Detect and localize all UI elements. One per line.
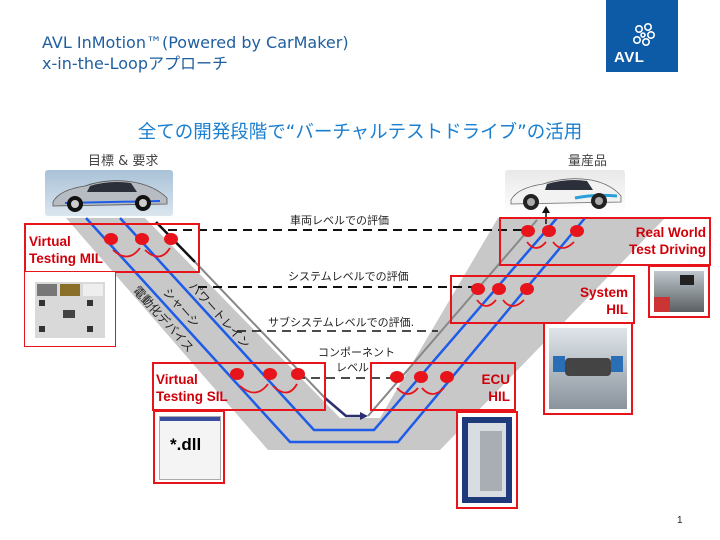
real-driving-image (654, 271, 704, 312)
system-testbench-image (549, 328, 627, 409)
sil-label: Virtual Testing SIL (156, 371, 228, 405)
system-box (450, 275, 635, 324)
ecu-arrows (396, 387, 445, 395)
edevice-track (85, 217, 586, 444)
sil-label-line2: Testing SIL (156, 389, 228, 404)
production-arrowhead (542, 206, 550, 213)
sil-box (152, 362, 326, 411)
production-label: 量産品 (568, 154, 608, 169)
system-level-label: システムレベルでの評価 (288, 270, 409, 283)
title-line-2: x-in-the-Loopアプローチ (42, 54, 229, 73)
ecu-dots (390, 371, 454, 383)
ecu-thumbnail (456, 411, 518, 509)
avl-logo-text: AVL (614, 49, 645, 66)
real-box (499, 217, 711, 266)
mil-thumbnail (25, 272, 115, 346)
real-arrows (526, 241, 575, 249)
system-thumbnail (543, 322, 633, 415)
ecu-box (370, 362, 516, 411)
mil-label-line2: Testing MIL (29, 251, 103, 266)
avl-logo: AVL (606, 0, 678, 72)
ecu-label: ECU HIL (460, 371, 510, 405)
component-level-label-2: レベル (336, 361, 369, 374)
avl-logo-emblem-icon (632, 23, 655, 46)
sil-arrows (239, 383, 298, 394)
sil-code-image: *.dll (159, 416, 221, 480)
mil-arrows (112, 247, 171, 258)
concept-car-image (45, 170, 173, 216)
sil-label-line1: Virtual (156, 372, 198, 387)
real-thumbnail (648, 265, 710, 318)
mil-dots (104, 233, 178, 245)
system-label-line2: HIL (606, 302, 628, 317)
ecu-label-line1: ECU (481, 372, 510, 387)
component-arrowhead (360, 412, 368, 420)
sil-dots (230, 368, 305, 380)
production-car-image (505, 170, 625, 214)
requirements-label: 目標 & 要求 (88, 154, 159, 169)
ecu-rack-image (462, 417, 512, 503)
vehicle-level-label: 車両レベルでの評価 (290, 214, 389, 227)
component-level-label-1: コンポーネント (318, 346, 395, 359)
system-arrows (476, 299, 525, 307)
title-line-1: AVL InMotion™(Powered by CarMaker) (42, 33, 349, 52)
subsystem-level-label: サブシステムレベルでの評価. (268, 316, 415, 329)
real-label-line1: Real World (635, 225, 706, 240)
car-left-icon (52, 180, 168, 212)
diagram-heading: 全ての開発段階で“バーチャルテストドライブ”の活用 (137, 122, 583, 143)
mil-label-line1: Virtual (29, 234, 71, 249)
page-number: 1 (677, 515, 683, 526)
real-label: Real World Test Driving (600, 224, 706, 258)
dll-label: *.dll (170, 435, 202, 454)
car-right-icon (510, 178, 622, 210)
slide-title: AVL InMotion™(Powered by CarMaker) x-in-… (42, 32, 349, 74)
mil-screenshot-image (35, 282, 105, 338)
system-label-line1: System (579, 285, 628, 300)
component-arrow (324, 397, 360, 418)
system-label: System HIL (560, 284, 628, 318)
sil-thumbnail: *.dll (153, 410, 225, 484)
powertrain-line-right (367, 219, 538, 417)
mil-label: Virtual Testing MIL (29, 233, 103, 267)
real-dots (521, 225, 584, 237)
real-label-line2: Test Driving (628, 242, 706, 257)
system-dots (471, 283, 534, 295)
ecu-label-line2: HIL (488, 389, 510, 404)
